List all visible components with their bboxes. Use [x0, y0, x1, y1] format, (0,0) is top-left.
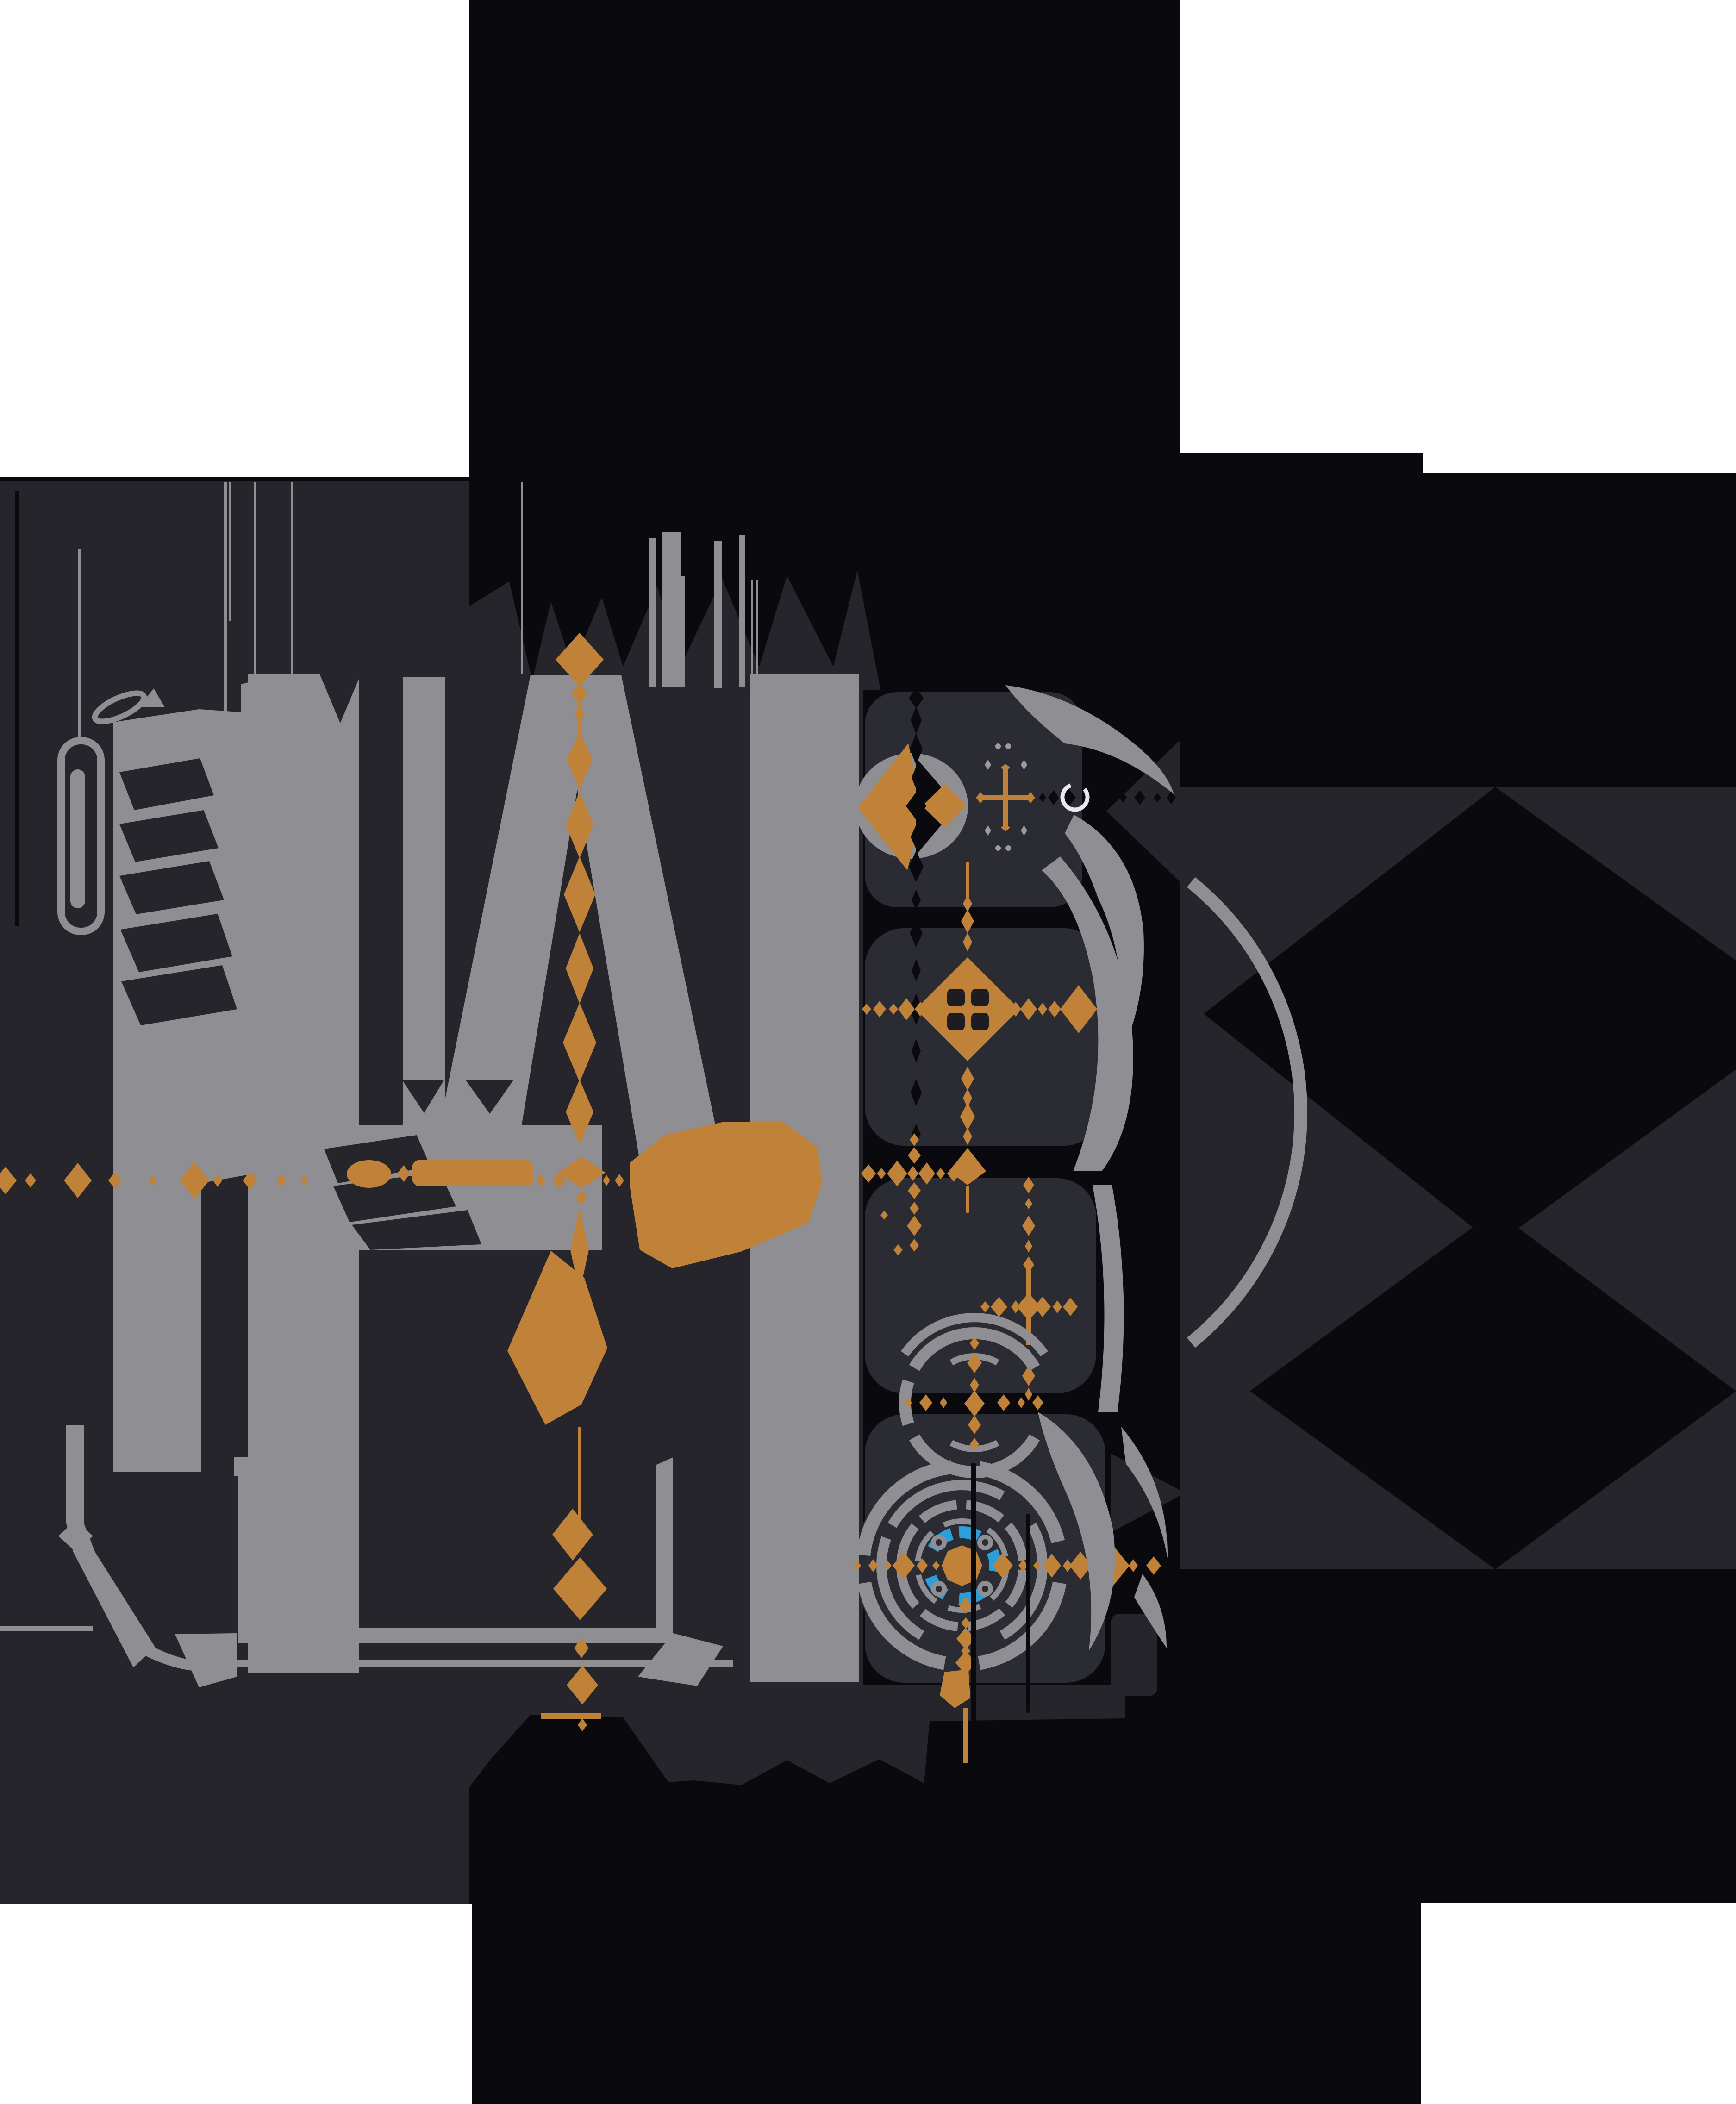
right-strip: [1111, 1614, 1157, 1696]
chevron-4: [120, 914, 232, 972]
row-left: [0, 1162, 308, 1199]
reticle2-rod: [963, 1708, 968, 1763]
hairline-a: [78, 549, 81, 743]
hairline-e: [291, 482, 293, 769]
chain-vertical-black: [906, 672, 926, 1144]
c-ring: [1060, 783, 1090, 812]
m-lambda: [431, 675, 724, 1167]
slits: [971, 1463, 1030, 1727]
chain-main: [552, 633, 607, 1731]
bracket-underline: [222, 1660, 733, 1667]
sparkles: [985, 760, 1027, 836]
bigcross-center: [916, 957, 1019, 1061]
chevron-1: [119, 758, 214, 810]
row-cross-diamond: [557, 1157, 606, 1205]
gray-pillar: [1042, 856, 1133, 1171]
mini-cross-dots: [976, 764, 1035, 831]
blade-1: [1038, 1412, 1115, 1651]
stripe-4: [714, 541, 722, 688]
stripe-2: [662, 532, 681, 687]
row-mid: [536, 1172, 624, 1189]
band-wave: [1093, 1185, 1124, 1412]
cross3-arm: [980, 1293, 1078, 1321]
horn-blob: [347, 1160, 391, 1188]
tip-1: [402, 1080, 444, 1113]
corner-bl: [0, 1904, 472, 2104]
bottom-trapezoid: [461, 1685, 1125, 1798]
hairline-d: [254, 482, 256, 742]
hairline-c: [229, 482, 231, 621]
orange-strip-bottom: [541, 1713, 601, 1719]
cross3-chain: [1022, 1177, 1035, 1401]
reticle2-arcs: [856, 1460, 1067, 1670]
foot-left: [175, 1633, 237, 1687]
stripe-1: [649, 538, 656, 687]
cluster-row: [861, 1161, 960, 1186]
reticle1-row: [905, 1394, 1043, 1411]
bracket-post-left: [238, 1477, 256, 1630]
under-chevron-3: [352, 1210, 481, 1250]
pill-slot: [70, 769, 85, 908]
left-edge-line: [15, 491, 19, 926]
stripe-3: [681, 576, 685, 687]
chevron-2: [119, 810, 219, 862]
leg-notch: [646, 691, 717, 787]
horn-notch: [397, 1165, 410, 1182]
dot-pairs: [995, 743, 1011, 851]
bracket-post-right: [656, 1477, 673, 1630]
bigcross-chain: [960, 895, 975, 1145]
bar-notch: [319, 674, 361, 723]
bigcross-rods: [966, 862, 969, 1213]
bigcross-arm-left: [862, 995, 943, 1023]
cluster-chain: [880, 1133, 922, 1255]
tip-2: [465, 1080, 514, 1114]
reticle2-chain: [955, 1597, 976, 1675]
blade-3: [1134, 1574, 1167, 1648]
eye-leaf: [92, 690, 147, 724]
bracket-bar: [238, 1628, 673, 1643]
horn-bell: [630, 1122, 822, 1268]
black-diamond-lower: [1250, 1211, 1736, 1569]
black-diamond-upper: [1204, 787, 1736, 1245]
reticle2-funnel: [940, 1669, 970, 1708]
chevron-3: [119, 861, 224, 914]
blade-2: [1121, 1427, 1168, 1558]
hairline-b: [224, 482, 227, 779]
foot-right: [638, 1633, 723, 1686]
mini-cross-h: [980, 795, 1030, 800]
peak: [139, 688, 165, 707]
post-cap-right: [656, 1457, 673, 1477]
ellipse-orange-square: [922, 784, 967, 828]
post-cap-left: [238, 1457, 256, 1477]
reticle2-bolt-cores: [936, 1539, 988, 1592]
corner-tr: [1180, 0, 1736, 473]
bigcross-holes: [947, 989, 989, 1030]
stripe-7: [756, 580, 758, 687]
reticle2-center: [942, 1545, 982, 1586]
boot-diamond: [58, 1520, 93, 1552]
left-stub-line: [0, 1626, 93, 1631]
reticle1-chain: [964, 1337, 985, 1451]
corner-br: [1421, 1903, 1736, 2104]
swoosh-upper: [1005, 685, 1174, 794]
stripe-6: [751, 580, 753, 687]
chevron-5: [121, 965, 237, 1025]
hairline-f: [521, 482, 523, 674]
corner-tl: [0, 0, 469, 477]
arc-big: [1186, 877, 1307, 1348]
chain-kite: [507, 1251, 607, 1425]
ellipse-orange-kite: [858, 743, 915, 870]
jagged-crown: [469, 570, 880, 694]
chain-rods: [578, 677, 581, 1530]
bigcross-arm-right: [992, 985, 1097, 1033]
stripe-5: [739, 535, 745, 687]
horn-bar: [412, 1160, 533, 1186]
